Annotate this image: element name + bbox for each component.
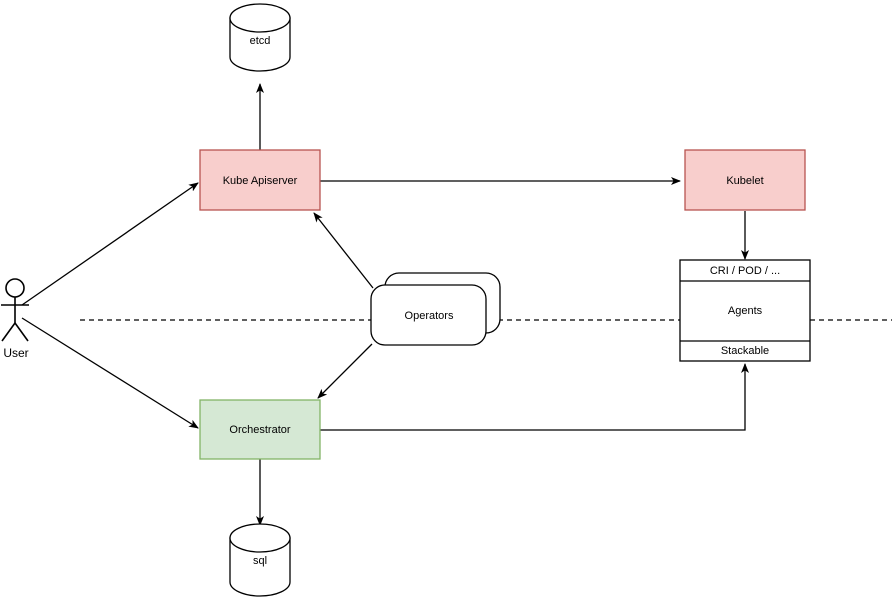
kube-apiserver-label: Kube Apiserver bbox=[223, 175, 298, 187]
user-leg-left bbox=[1, 322, 16, 342]
kubelet-box bbox=[684, 149, 806, 211]
node-agents[interactable]: CRI / POD / ... Agents Stackable bbox=[679, 259, 811, 362]
orchestrator-box bbox=[199, 399, 321, 460]
edge-operators-to-apiserver bbox=[313, 212, 374, 289]
user-label: User bbox=[3, 346, 28, 360]
node-kube-apiserver[interactable]: Kube Apiserver bbox=[199, 149, 321, 211]
node-kubelet[interactable]: Kubelet bbox=[684, 149, 806, 211]
agents-outer-box bbox=[679, 259, 811, 362]
operators-label: Operators bbox=[405, 310, 454, 322]
node-operators[interactable]: Operators bbox=[370, 272, 501, 346]
orchestrator-label: Orchestrator bbox=[229, 424, 290, 436]
operators-front-card bbox=[370, 284, 487, 346]
sql-cylinder-body bbox=[229, 537, 291, 597]
etcd-label: etcd bbox=[250, 35, 271, 47]
user-head-icon bbox=[5, 278, 25, 298]
edge-user-to-apiserver bbox=[21, 182, 199, 306]
agents-footer-label: Stackable bbox=[721, 345, 769, 357]
node-sql[interactable]: sql bbox=[229, 523, 291, 597]
edge-orchestrator-to-stackable bbox=[320, 363, 749, 431]
kubelet-label: Kubelet bbox=[726, 175, 763, 187]
edges-layer bbox=[21, 83, 749, 526]
sql-cylinder-top bbox=[229, 523, 291, 553]
agents-header-label: CRI / POD / ... bbox=[710, 265, 780, 277]
kube-apiserver-box bbox=[199, 149, 321, 211]
etcd-cylinder-body bbox=[229, 17, 291, 72]
user-leg-right bbox=[14, 322, 29, 342]
sql-label: sql bbox=[253, 555, 267, 567]
agents-body-label: Agents bbox=[728, 305, 763, 317]
etcd-cylinder-top bbox=[229, 3, 291, 33]
node-user[interactable]: User bbox=[1, 278, 29, 360]
node-orchestrator[interactable]: Orchestrator bbox=[199, 399, 321, 460]
edge-operators-to-orchestrator bbox=[317, 343, 373, 399]
edge-user-to-orchestrator bbox=[21, 317, 199, 429]
node-etcd[interactable]: etcd bbox=[229, 3, 291, 72]
